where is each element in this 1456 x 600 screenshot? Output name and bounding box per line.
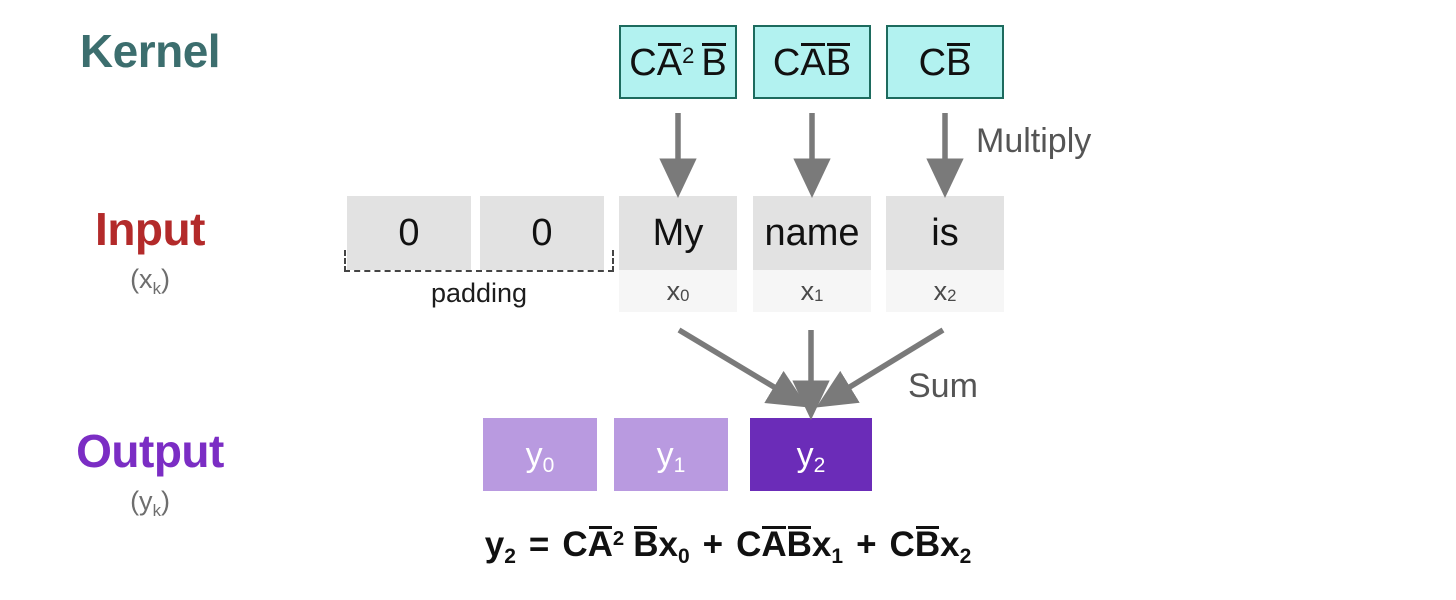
input-word-3: name (753, 196, 871, 270)
equation-term2-c: C (736, 525, 762, 564)
equation-term1-b-bar: B (633, 525, 659, 564)
equation-term1-exponent: 2 (612, 528, 625, 551)
equation-lhs-subscript: 2 (504, 545, 516, 569)
output-box-y1[interactable]: y1 (614, 418, 728, 491)
input-word-4: is (886, 196, 1004, 270)
input-sub-base-4: x (933, 275, 948, 306)
kernel-3-b-bar: B (946, 41, 972, 84)
output-sublabel-open: (y (130, 486, 153, 516)
input-cell-padding-1[interactable]: 0 (347, 196, 471, 270)
output-base-1: y (656, 435, 674, 474)
output-box-y0[interactable]: y0 (483, 418, 597, 491)
equation-term1-x: x (658, 525, 678, 564)
output-base-2: y (796, 435, 814, 474)
output-base-0: y (525, 435, 543, 474)
output-box-y2[interactable]: y2 (750, 418, 872, 491)
equation-term2-xsub: 1 (831, 545, 844, 569)
input-sublabel-close: ) (160, 264, 170, 294)
input-word-0: 0 (347, 196, 471, 270)
input-sub-base-3: x (800, 275, 815, 306)
equation-term3-c: C (889, 525, 915, 564)
input-sublabel-open: (x (130, 264, 153, 294)
equation-lhs-base: y (484, 525, 505, 564)
equation-plus-2: + (856, 525, 877, 564)
input-sublabel-subscript: k (152, 278, 161, 298)
input-sub-index-2: 0 (680, 286, 690, 306)
kernel-1-b-bar: B (701, 41, 727, 84)
output-index-1: 1 (673, 454, 686, 478)
output-label-y1: y1 (656, 435, 686, 477)
input-cell-padding-2[interactable]: 0 (480, 196, 604, 270)
input-word-1: 0 (480, 196, 604, 270)
equation-term3-b-bar: B (914, 525, 941, 564)
equation-term2-x: x (811, 525, 832, 564)
input-sub-index-3: 1 (814, 286, 824, 306)
equation-term1-xsub: 0 (677, 545, 690, 569)
sum-label: Sum (908, 367, 978, 405)
kernel-1-a-bar: A (656, 41, 683, 84)
equation-equals: = (528, 525, 550, 564)
equation-term-3: CBx2 (889, 525, 971, 567)
input-word-2: My (619, 196, 737, 270)
output-row-sublabel: (yk) (0, 486, 300, 519)
kernel-2-c: C (772, 41, 801, 84)
equation-term-2: CABx1 (736, 525, 843, 567)
input-sub-base-2: x (666, 275, 681, 306)
equation-term2-b-bar: B (786, 525, 812, 564)
padding-label: padding (430, 278, 528, 308)
kernel-2-b-bar: B (825, 41, 852, 84)
output-label-y0: y0 (525, 435, 555, 477)
kernel-3-c: C (918, 41, 947, 84)
kernel-2-a-bar: A (800, 41, 826, 84)
kernel-1-c: C (629, 41, 657, 84)
equation-plus-1: + (702, 525, 724, 564)
padding-bracket (344, 250, 614, 272)
output-row-label: Output (76, 425, 224, 477)
kernel-1-exponent: 2 (682, 43, 695, 69)
output-sublabel-subscript: k (152, 500, 161, 520)
equation-term1-c: C (562, 525, 588, 564)
input-sub-index-4: 2 (947, 286, 957, 306)
output-index-2: 2 (813, 454, 826, 478)
kernel-row-label: Kernel (79, 25, 221, 77)
output-sublabel-close: ) (160, 486, 170, 516)
sum-arrow-left (677, 327, 808, 408)
equation-term3-x: x (940, 525, 960, 564)
input-row-sublabel: (xk) (0, 264, 300, 297)
input-row-label: Input (95, 203, 205, 255)
equation-term1-a-bar: A (587, 525, 613, 564)
equation-term3-xsub: 2 (959, 545, 972, 569)
output-index-0: 0 (542, 454, 555, 478)
multiply-label: Multiply (976, 122, 1092, 160)
output-label-y2: y2 (796, 435, 826, 477)
equation-term2-a-bar: A (761, 525, 787, 564)
